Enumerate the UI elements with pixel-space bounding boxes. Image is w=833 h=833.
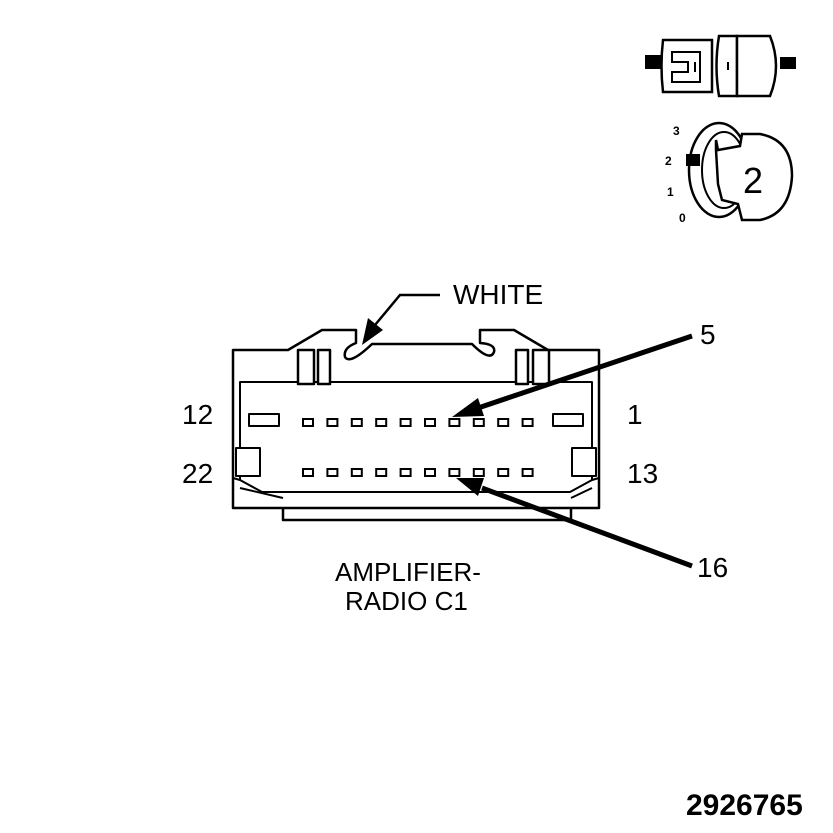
scale-label-3: 3	[673, 124, 680, 138]
top-pin-cavity	[472, 418, 485, 427]
top-pin-cavity	[399, 418, 412, 427]
bottom-pin-cavity	[497, 468, 510, 477]
top-pin-cavity	[302, 418, 314, 427]
key-position-icon: 2	[686, 121, 794, 222]
scale-label-1: 1	[667, 185, 674, 199]
figure-id: 2926765	[686, 789, 803, 822]
bottom-pin-cavity	[350, 468, 363, 477]
bottom-pin-cavity	[302, 468, 314, 477]
top-pin-cavity	[424, 418, 436, 427]
top-pin-cavity	[521, 418, 534, 427]
white-arrowhead	[362, 318, 383, 345]
key-number-label: 2	[743, 160, 763, 201]
pin-label-12: 12	[182, 399, 213, 430]
top-pin-cavity	[448, 418, 461, 427]
connector-body	[231, 328, 601, 522]
pin-row-bottom	[302, 468, 534, 477]
bottom-pin-cavity	[375, 468, 388, 477]
white-leader-line	[374, 293, 440, 326]
callout-label-16: 16	[697, 552, 728, 583]
bottom-pin-cavity	[472, 468, 485, 477]
callout-label-5: 5	[700, 319, 716, 350]
scale-label-0: 0	[679, 211, 686, 225]
bottom-pin-cavity	[521, 468, 534, 477]
pin-label-22: 22	[182, 458, 213, 489]
top-pin-cavity	[326, 418, 339, 427]
bottom-pin-cavity	[399, 468, 412, 477]
top-pin-cavity	[350, 418, 363, 427]
connector-name-line2: RADIO C1	[345, 586, 468, 616]
bottom-pin-cavity	[326, 468, 339, 477]
bottom-pin-cavity	[424, 468, 436, 477]
pin16-leader	[456, 478, 693, 569]
connector-view-icon	[645, 34, 796, 98]
connector-color-label: WHITE	[453, 279, 543, 310]
pin-row-top	[302, 418, 534, 427]
pin-label-13: 13	[627, 458, 658, 489]
scale-label-2: 2	[665, 154, 672, 168]
pin5-leader	[452, 333, 693, 417]
pin-label-1: 1	[627, 399, 643, 430]
bottom-pin-cavity	[448, 468, 461, 477]
top-pin-cavity	[497, 418, 510, 427]
top-pin-cavity	[375, 418, 388, 427]
connector-name-line1: AMPLIFIER-	[335, 557, 481, 587]
